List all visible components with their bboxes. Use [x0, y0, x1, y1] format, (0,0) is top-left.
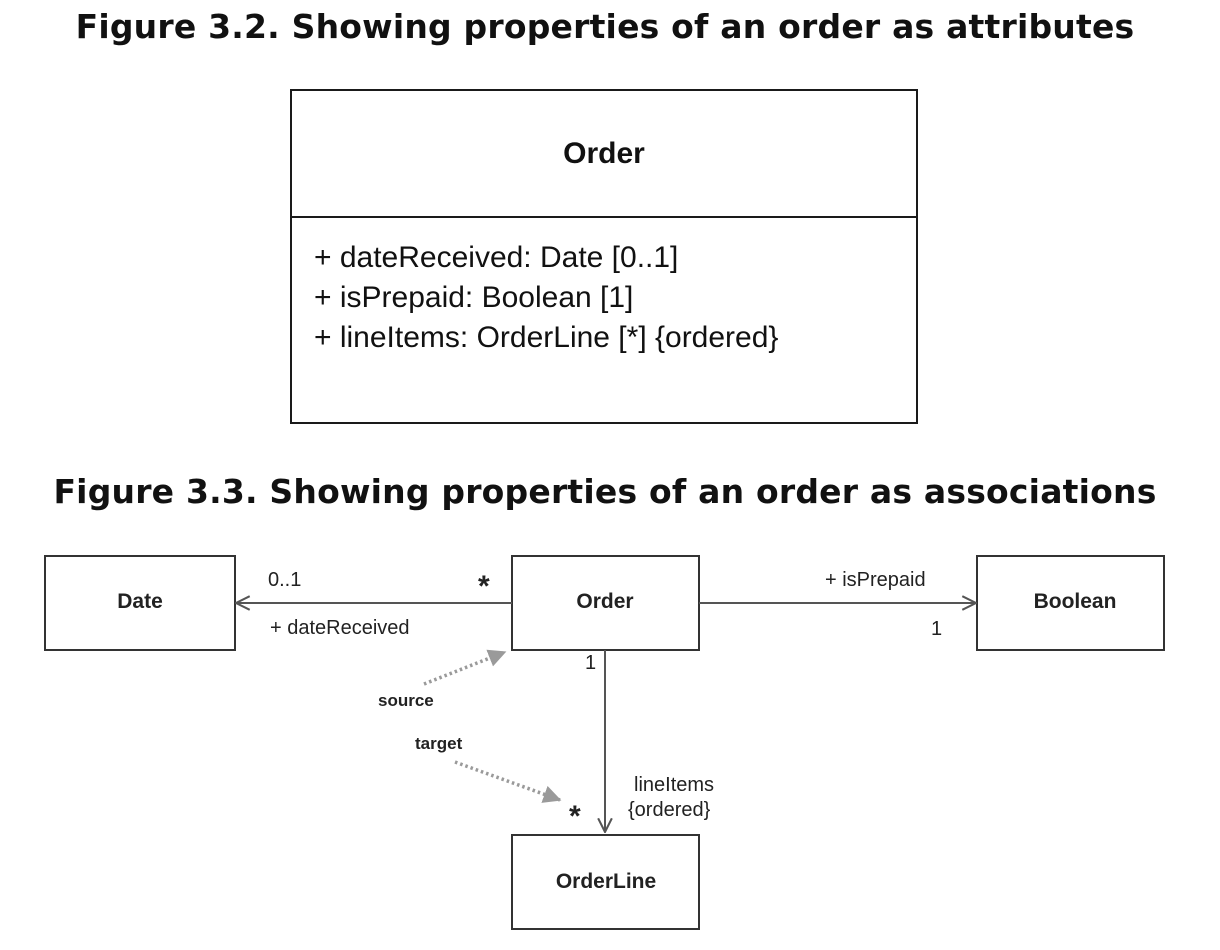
source-dotted-arrow — [423, 649, 507, 686]
order-class-box-assoc: Order — [511, 555, 700, 651]
association-diagram: Date Order Boolean OrderLine 0..1 * + da… — [44, 555, 1165, 930]
figure-3-2-title: Figure 3.2. Showing properties of an ord… — [75, 7, 1135, 46]
boolean-class-box: Boolean — [976, 555, 1165, 651]
boolean-multiplicity-label: 1 — [931, 618, 942, 640]
order-date-multiplicity-label: * — [478, 570, 490, 603]
ordered-constraint-label: {ordered} — [628, 799, 711, 821]
date-received-role-label: + dateReceived — [270, 617, 410, 639]
order-class-name: Order — [292, 91, 916, 218]
date-class-name: Date — [117, 590, 163, 613]
orderline-class-name: OrderLine — [556, 870, 656, 893]
boolean-class-name: Boolean — [1034, 590, 1117, 613]
order-attribute-list: + dateReceived: Date [0..1] + isPrepaid:… — [292, 218, 916, 358]
target-dotted-arrow — [454, 760, 562, 803]
order-class-box: Order + dateReceived: Date [0..1] + isPr… — [290, 89, 918, 424]
source-annotation-label: source — [378, 691, 434, 710]
attribute-is-prepaid: + isPrepaid: Boolean [1] — [314, 281, 634, 314]
line-items-role-label: lineItems — [634, 774, 714, 796]
order-orderline-multiplicity-label: 1 — [585, 652, 596, 674]
target-annotation-label: target — [415, 734, 463, 753]
orderline-class-box: OrderLine — [511, 834, 700, 930]
attribute-date-received: + dateReceived: Date [0..1] — [314, 241, 679, 274]
date-multiplicity-label: 0..1 — [268, 569, 301, 591]
orderline-multiplicity-label: * — [569, 800, 581, 833]
figure-3-3-title: Figure 3.3. Showing properties of an ord… — [53, 472, 1157, 511]
attribute-line-items: + lineItems: OrderLine [*] {ordered} — [314, 321, 779, 354]
order-class-name-assoc: Order — [576, 590, 633, 613]
is-prepaid-role-label: + isPrepaid — [825, 569, 926, 591]
date-class-box: Date — [44, 555, 236, 651]
